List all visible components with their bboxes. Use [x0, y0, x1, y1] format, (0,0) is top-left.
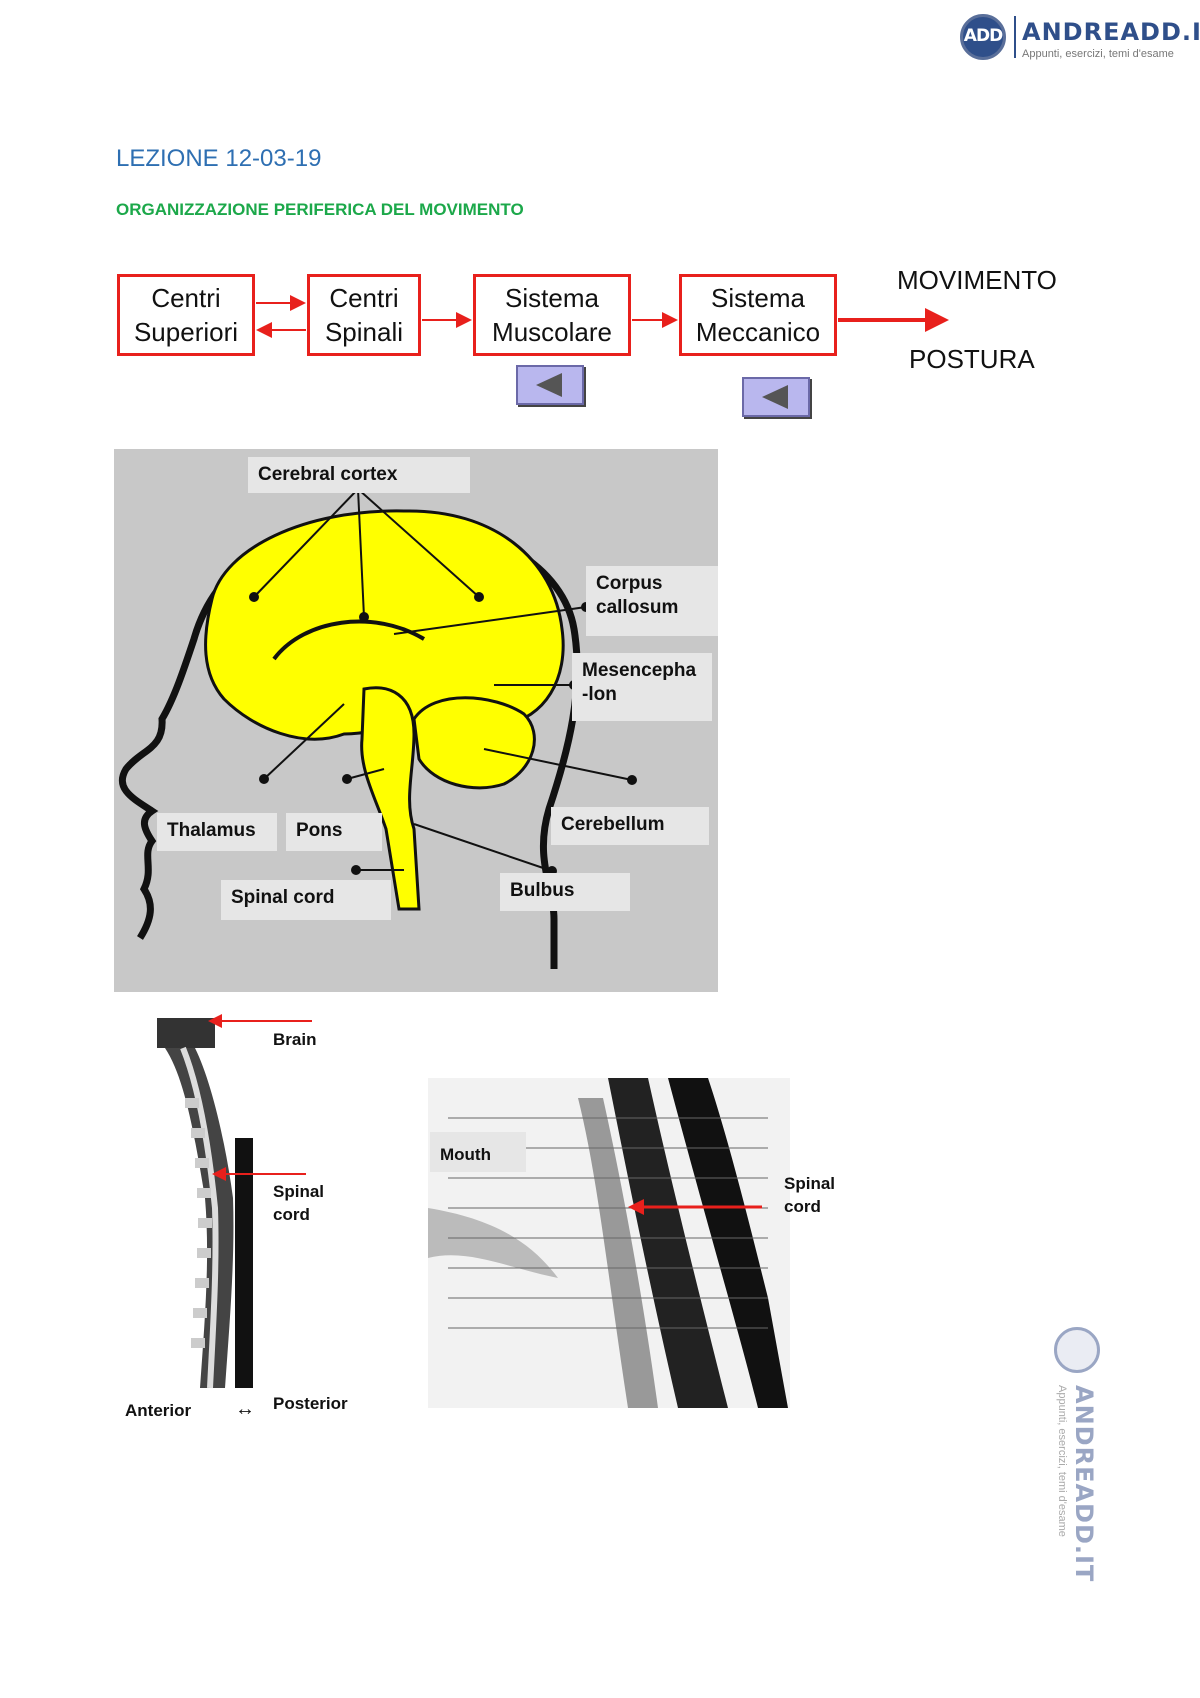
- label-cerebellum: Cerebellum: [551, 807, 709, 845]
- logo-tagline: Appunti, esercizi, temi d'esame: [1022, 48, 1174, 60]
- cervical-mri-image: [428, 1078, 790, 1408]
- flow-box-label: Centri Spinali: [324, 283, 404, 347]
- label-cerebral-cortex: Cerebral cortex: [248, 457, 470, 493]
- header-logo: ADD ANDREADD.IT Appunti, esercizi, temi …: [960, 12, 1200, 70]
- output-postura: POSTURA: [909, 344, 1035, 374]
- triangle-left-icon: [536, 373, 562, 397]
- label-mesencephalon: Mesencepha -lon: [572, 653, 712, 721]
- side-watermark-logo: ANDREADD.IT Appunti, esercizi, temi d'es…: [1040, 1327, 1100, 1645]
- flow-box-centri-spinali: Centri Spinali: [307, 274, 421, 356]
- logo-divider: [1014, 16, 1016, 58]
- back-button-2[interactable]: [742, 377, 810, 417]
- side-logo-icon: [1054, 1327, 1100, 1373]
- label-corpus-callosum: Corpus callosum: [586, 566, 718, 636]
- triangle-left-icon: [762, 385, 788, 409]
- flow-box-label: Sistema Meccanico: [695, 283, 821, 347]
- label-bulbus: Bulbus: [500, 873, 630, 911]
- brain-figure: Cerebral cortex Corpus callosum Mesencep…: [114, 449, 718, 992]
- flow-box-sistema-muscolare: Sistema Muscolare: [473, 274, 631, 356]
- back-button-1[interactable]: [516, 365, 584, 405]
- flow-box-sistema-meccanico: Sistema Meccanico: [679, 274, 837, 356]
- side-logo-tagline: Appunti, esercizi, temi d'esame: [1056, 1385, 1068, 1537]
- logo-monogram-icon: ADD: [960, 14, 1006, 60]
- output-movimento: MOVIMENTO: [897, 265, 1057, 295]
- brainstem-shape: [360, 686, 421, 911]
- brain-illustration: [118, 488, 637, 969]
- spine-label-brain: Brain: [273, 1030, 317, 1049]
- flow-box-centri-superiori: Centri Superiori: [117, 274, 255, 356]
- flow-box-label: Centri Superiori: [133, 283, 239, 347]
- mri-label-spinal-cord: Spinal cord: [784, 1174, 836, 1216]
- mri-label-mouth: Mouth: [440, 1145, 491, 1164]
- label-pons: Pons: [286, 813, 382, 851]
- side-logo-name: ANDREADD.IT: [1070, 1385, 1098, 1583]
- flow-box-label: Sistema Muscolare: [492, 283, 612, 347]
- logo-name: ANDREADD.IT: [1022, 18, 1200, 46]
- cerebellum-shape: [412, 696, 536, 790]
- logo-monogram: ADD: [963, 26, 1003, 46]
- label-thalamus: Thalamus: [157, 813, 277, 851]
- orientation-arrow-icon: ↔: [235, 1398, 255, 1420]
- spine-mri-image: [155, 1018, 255, 1396]
- arrow-spinal-cord: [212, 1167, 306, 1181]
- section-title: ORGANIZZAZIONE PERIFERICA DEL MOVIMENTO: [116, 200, 524, 219]
- arrow-mri-spinal-cord: [628, 1199, 762, 1215]
- lesson-title: LEZIONE 12-03-19: [116, 145, 322, 172]
- arrow-brain: [208, 1014, 312, 1028]
- label-spinal-cord: Spinal cord: [221, 880, 391, 920]
- spine-label-posterior: Posterior: [273, 1394, 348, 1413]
- spine-label-spinal-cord: Spinal cord: [273, 1182, 325, 1224]
- spine-label-anterior: Anterior: [125, 1401, 192, 1420]
- corpus-callosum-shape: [272, 619, 426, 661]
